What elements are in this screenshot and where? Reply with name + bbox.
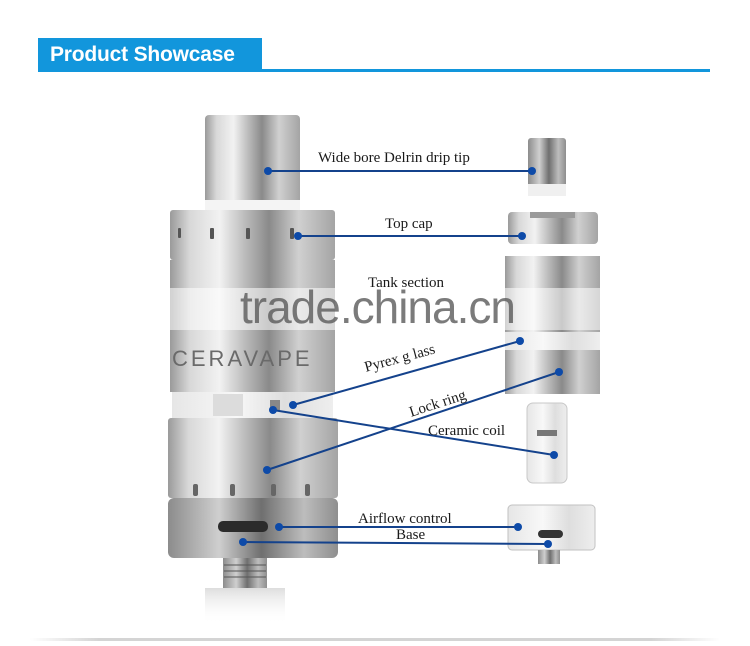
ceramic-coil-part (526, 402, 568, 484)
brand-engraving: CERAVAPE (172, 346, 313, 371)
callout-lock-ring (266, 371, 560, 471)
label-ceramic-coil: Ceramic coil (428, 423, 506, 439)
section-title: Product Showcase (38, 38, 262, 72)
label-top-cap: Top cap (385, 216, 433, 232)
header-divider (262, 69, 710, 72)
callout-lines (242, 170, 560, 545)
exploded-parts (505, 138, 600, 564)
watermark-text: trade.china.cn (240, 281, 516, 333)
callout-base (242, 541, 549, 545)
label-drip-tip: Wide bore Delrin drip tip (318, 150, 470, 166)
callout-ceramic-coil (272, 409, 555, 456)
label-tank-section: Tank section (368, 275, 445, 291)
label-airflow-control: Airflow control (358, 511, 452, 527)
assembled-tank: CERAVAPE (168, 115, 338, 624)
watermark-band (155, 288, 600, 330)
drip-tip-part (528, 138, 566, 190)
top-cap-part (508, 212, 598, 244)
label-base: Base (396, 527, 426, 543)
callout-pyrex-glass (292, 340, 521, 406)
callout-dots (239, 167, 563, 548)
bottom-divider (30, 638, 720, 641)
